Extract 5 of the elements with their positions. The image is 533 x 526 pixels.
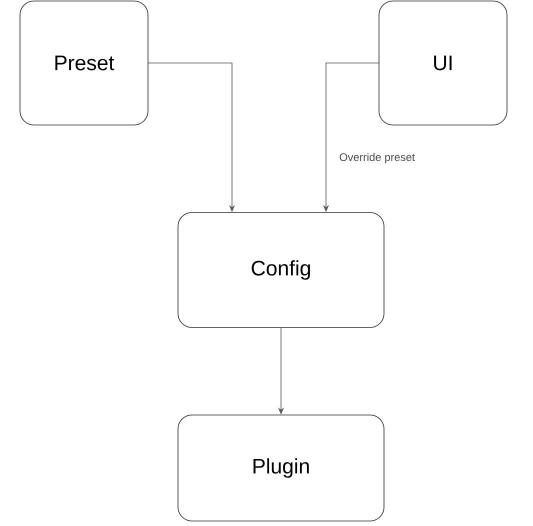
edge-label: Override preset	[338, 152, 416, 164]
process-box: UI	[378, 0, 508, 126]
process-box: Plugin	[178, 414, 384, 522]
process-box: Preset	[20, 0, 148, 126]
process-box: Config	[178, 212, 384, 328]
